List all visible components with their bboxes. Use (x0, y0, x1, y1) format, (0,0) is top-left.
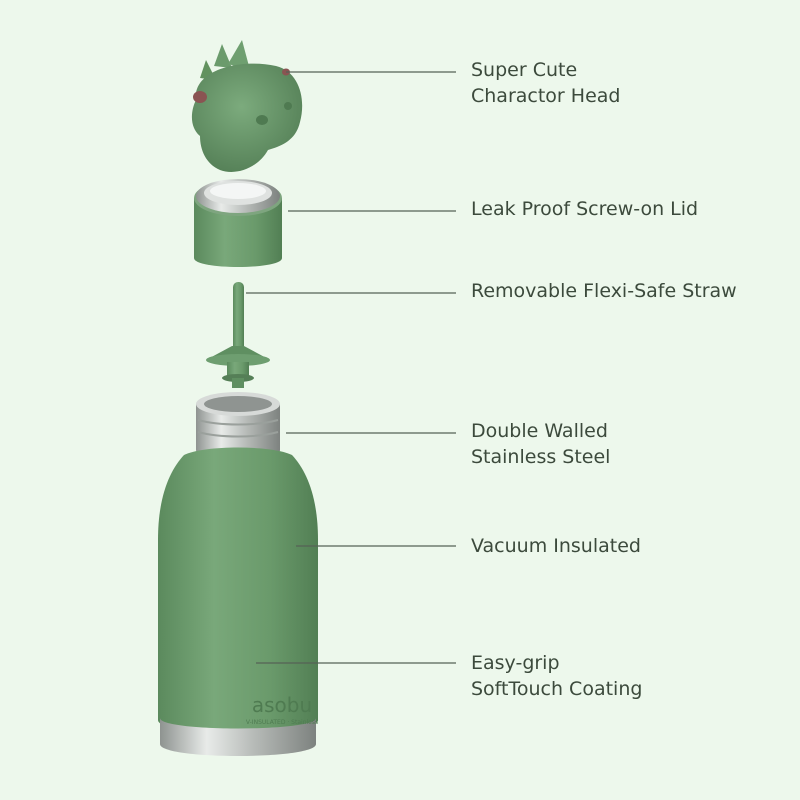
callout-head-line-2: Charactor Head (471, 85, 621, 107)
bottle-body: asobu V-INSULATED · Stainless (158, 447, 318, 756)
leader-lines (246, 71, 456, 664)
character-head (191, 40, 303, 172)
brand-logo: asobu (252, 693, 312, 717)
callout-steel-line-2: Stainless Steel (471, 446, 611, 468)
screw-on-lid (194, 179, 282, 267)
brand-subtext: V-INSULATED · Stainless (246, 719, 318, 726)
flexi-straw (206, 282, 270, 388)
callout-head: Super Cute Charactor Head (471, 57, 620, 109)
callout-head-line-1: Super Cute (471, 59, 578, 81)
callout-straw-line-1: Removable Flexi-Safe Straw (471, 280, 737, 302)
callout-lid: Leak Proof Screw-on Lid (471, 196, 698, 222)
callout-grip: Easy-grip SoftTouch Coating (471, 650, 642, 702)
callout-steel-line-1: Double Walled (471, 420, 608, 442)
callout-steel: Double Walled Stainless Steel (471, 418, 610, 470)
head-cheek-blush (193, 91, 207, 103)
callout-vacuum-line-1: Vacuum Insulated (471, 535, 641, 557)
bottle-neck-steel (196, 392, 280, 459)
callout-straw: Removable Flexi-Safe Straw (471, 278, 737, 304)
callout-lid-line-1: Leak Proof Screw-on Lid (471, 198, 699, 220)
callout-vacuum: Vacuum Insulated (471, 533, 641, 559)
callout-grip-line-2: SoftTouch Coating (471, 678, 643, 700)
callout-grip-line-1: Easy-grip (471, 652, 560, 674)
